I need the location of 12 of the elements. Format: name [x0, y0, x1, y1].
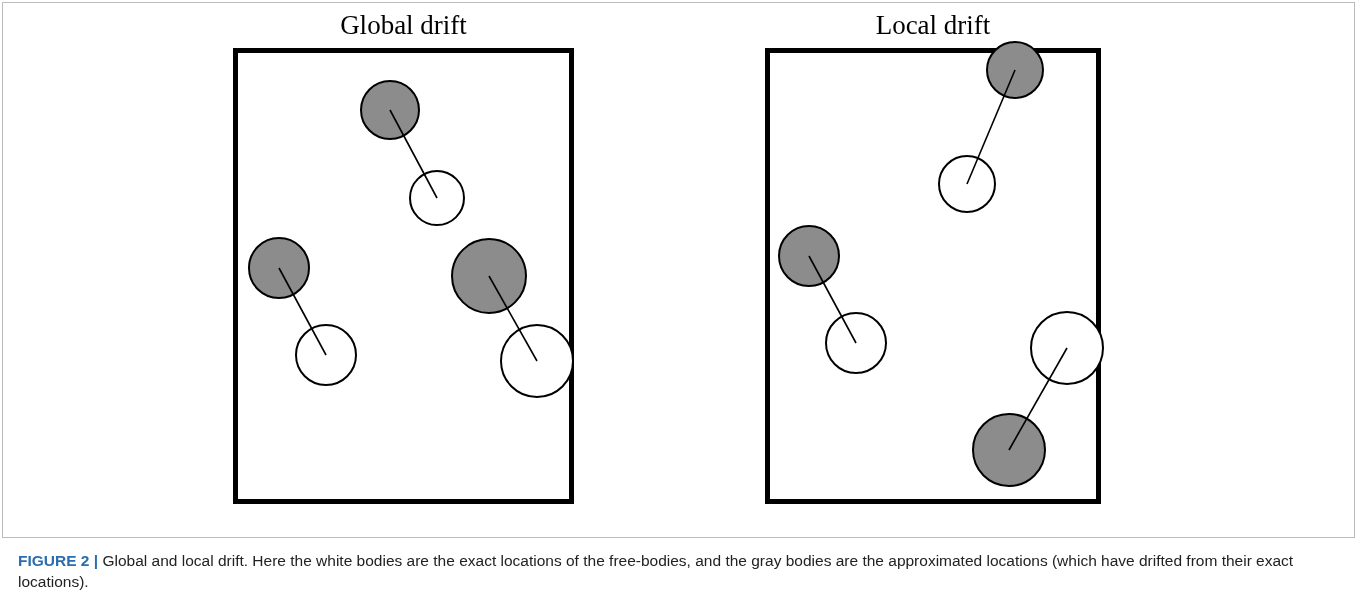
- panel-heading: Global drift: [339, 10, 468, 41]
- hollow-circle: [938, 155, 996, 213]
- connector-line: [966, 69, 1016, 185]
- hollow-circle: [409, 170, 465, 226]
- figure-caption: FIGURE 2 | Global and local drift. Here the white bodies are the exact locations of the free-bodies, and the gray bodies are the approximated locations (which have drifted from their exact locations).: [18, 551, 1295, 592]
- connector-line: [389, 109, 438, 199]
- connector-line: [278, 267, 327, 356]
- filled-circle: [360, 80, 420, 140]
- panel-heading: Local drift: [874, 10, 992, 41]
- connector-line: [808, 255, 857, 344]
- filled-circle: [986, 41, 1044, 99]
- connector-line: [1008, 347, 1068, 451]
